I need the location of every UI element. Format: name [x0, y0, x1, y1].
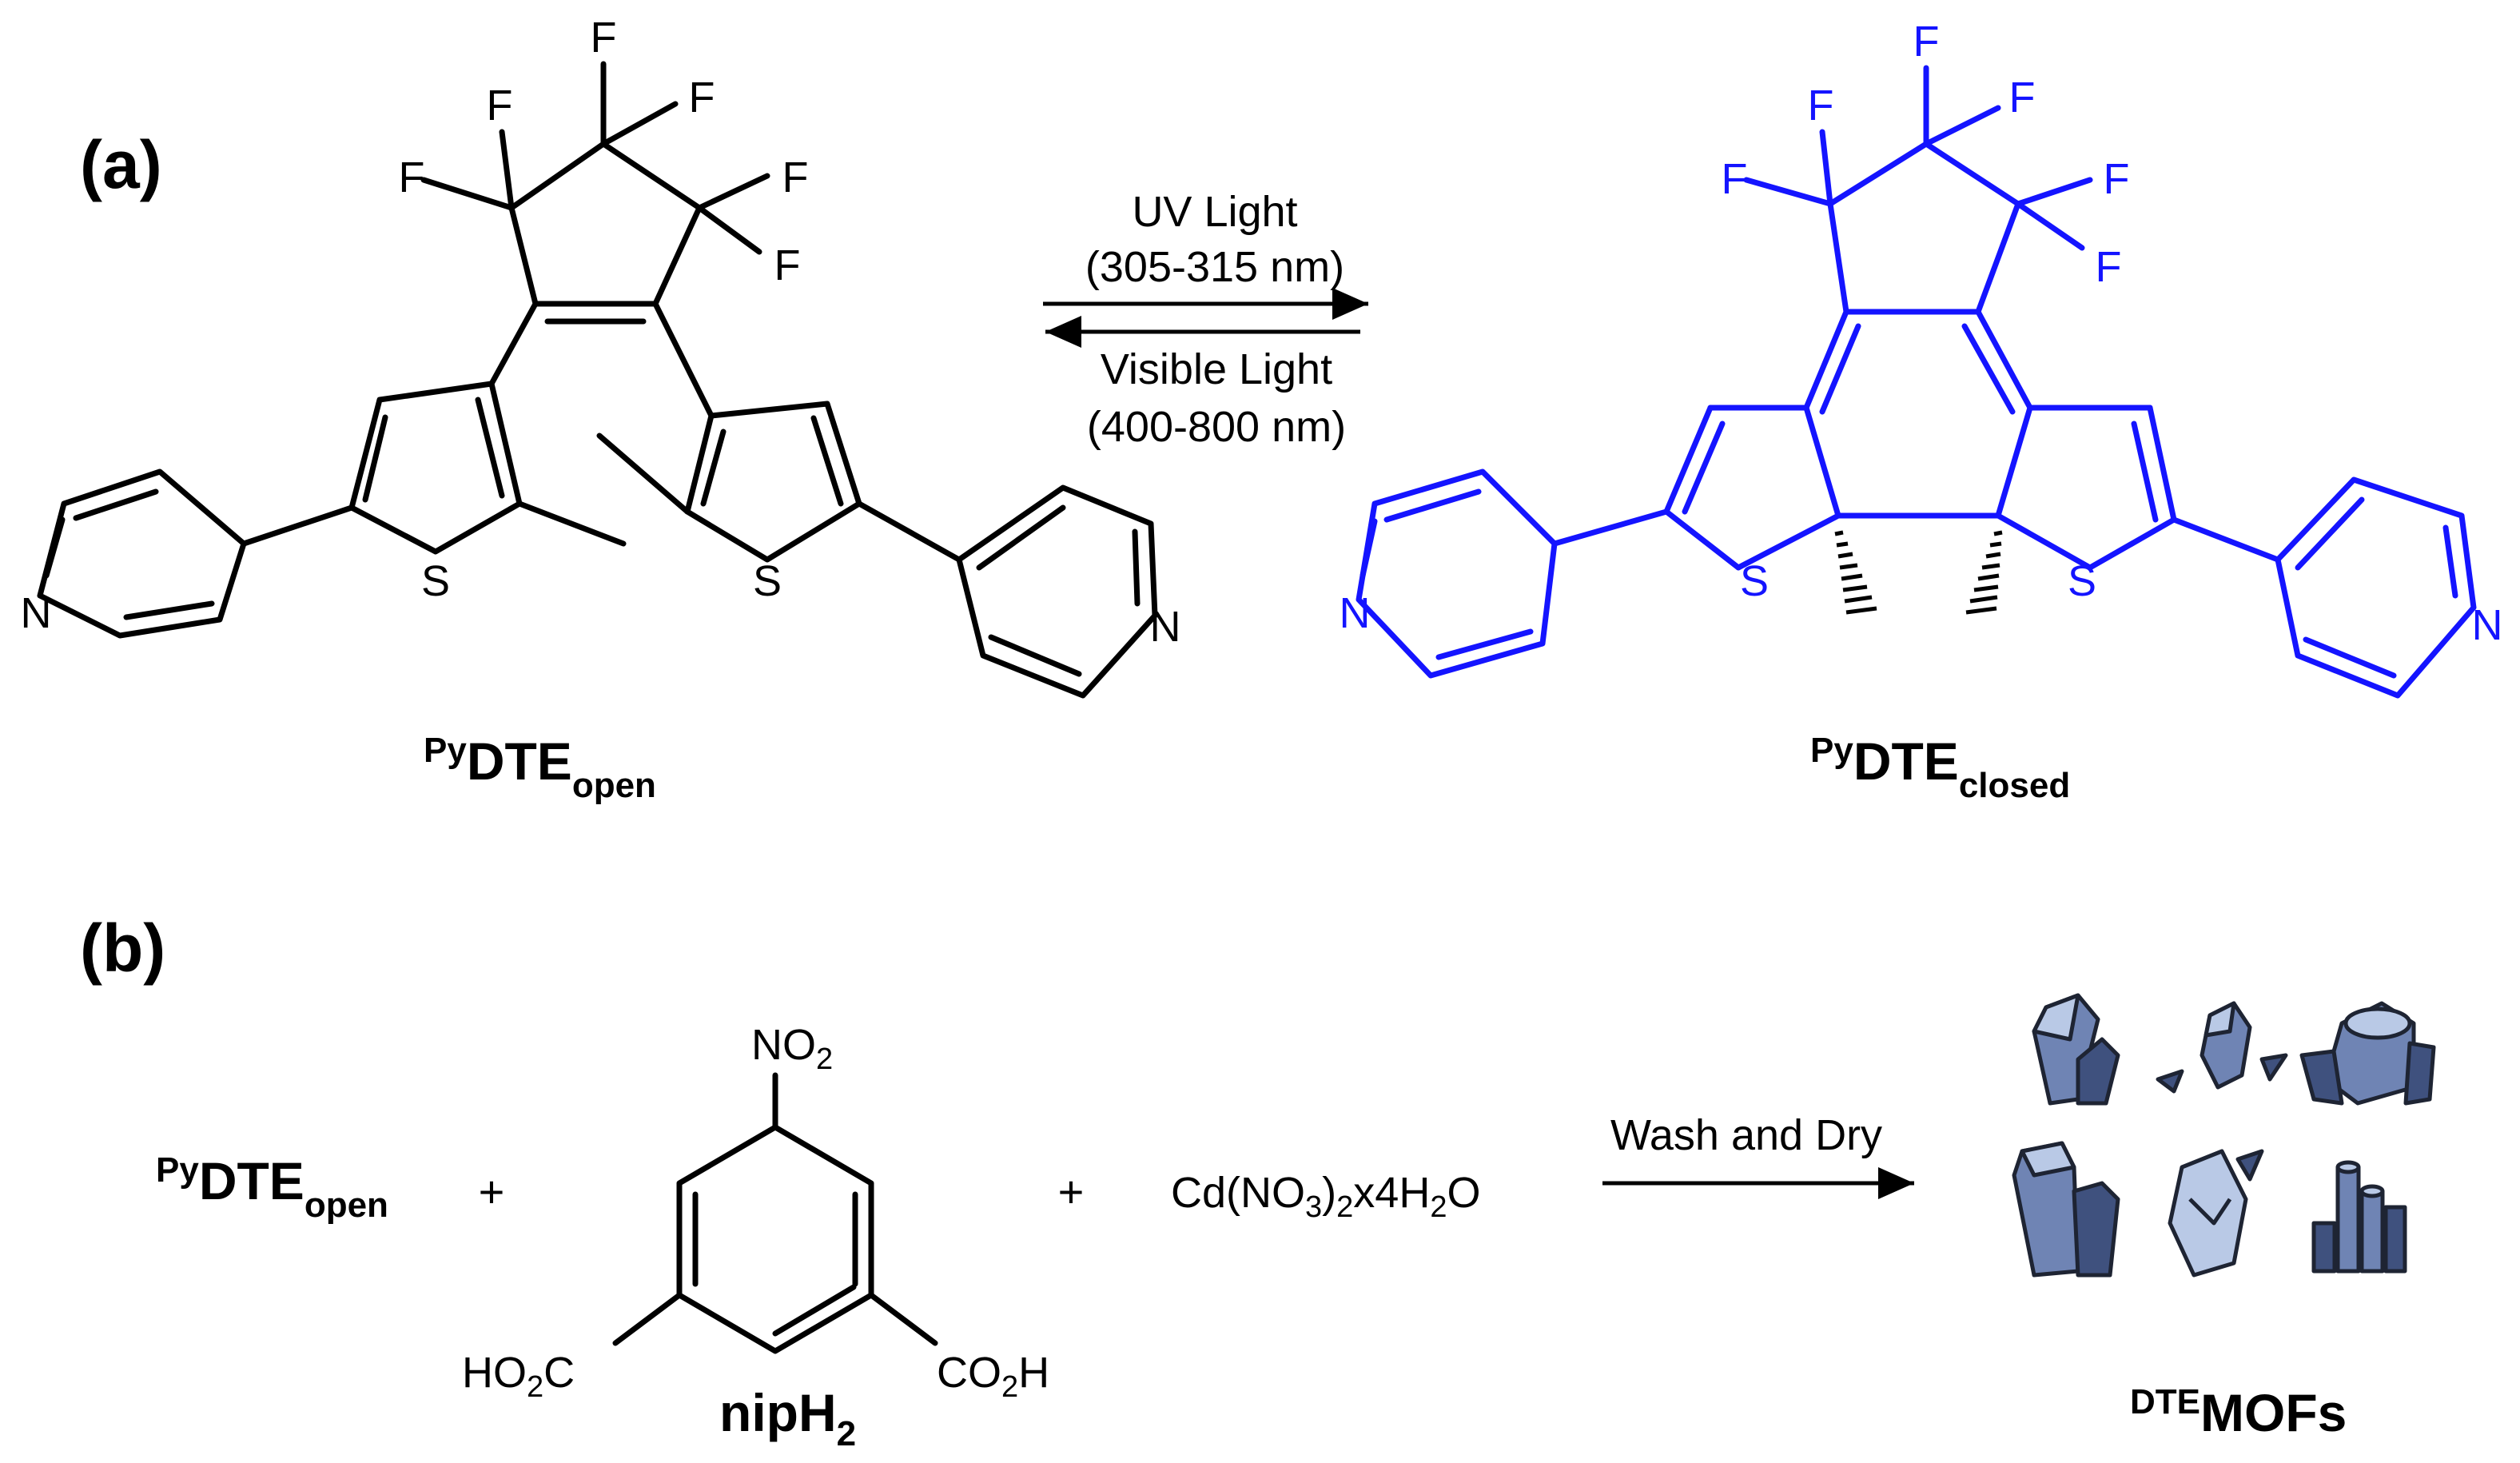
atom-s: S	[753, 557, 782, 605]
atom-f: F	[782, 153, 809, 201]
atom-s: S	[2068, 557, 2096, 605]
label-dte-open: PyDTEopen	[424, 731, 656, 805]
crystal-cluster-6	[2311, 1160, 2407, 1274]
plus-sign: +	[1058, 1166, 1085, 1217]
label-mofs: DTEMOFs	[2130, 1382, 2347, 1442]
crystal-cluster-1	[2032, 993, 2120, 1106]
uv-light-label: UV Light	[1132, 188, 1297, 236]
crystal-cluster-2	[2156, 1001, 2288, 1094]
atom-f: F	[591, 14, 617, 62]
atom-f: F	[1722, 155, 1748, 203]
reactant-dte-open: PyDTEopen	[156, 1150, 388, 1225]
nip-structure	[612, 1072, 938, 1354]
dte-open-atoms: F F F F F F S S N N	[21, 14, 1181, 651]
label-dte-closed: PyDTEclosed	[1810, 731, 2070, 805]
atom-f: F	[399, 153, 425, 201]
carboxyl-right: CO2H	[937, 1349, 1049, 1404]
plus-sign: +	[479, 1166, 505, 1217]
atom-f: F	[774, 241, 801, 289]
dte-open-structure	[37, 61, 1158, 699]
mof-crystals-illustration	[2012, 993, 2436, 1278]
atom-f: F	[689, 74, 715, 122]
cadmium-salt: Cd(NO3)2x4H2O	[1171, 1169, 1480, 1224]
atom-s: S	[1740, 557, 1769, 605]
atom-f: F	[1913, 18, 1940, 66]
crystal-cluster-3	[2299, 1001, 2436, 1106]
atom-f: F	[487, 82, 513, 130]
atom-n: N	[21, 589, 52, 637]
carboxyl-left: HO2C	[462, 1349, 575, 1404]
crystal-cluster-5	[2168, 1149, 2264, 1278]
crystal-cluster-4	[2012, 1141, 2120, 1278]
dte-closed-atoms: F F F F F F S S N N	[1340, 18, 2503, 649]
atom-n: N	[1340, 589, 1371, 637]
panel-label-b: (b)	[80, 911, 165, 986]
atom-f: F	[2009, 74, 2036, 122]
nitro-group: NO2	[751, 1021, 833, 1076]
atom-f: F	[1808, 82, 1834, 130]
uv-wavelength-label: (305-315 nm)	[1085, 243, 1344, 291]
atom-n: N	[2472, 601, 2503, 649]
label-nip: nipH2	[719, 1383, 856, 1453]
atom-s: S	[421, 557, 450, 605]
panel-label-a: (a)	[80, 127, 162, 202]
visible-light-label: Visible Light	[1101, 345, 1332, 393]
atom-n: N	[1150, 603, 1181, 651]
dte-closed-structure	[1356, 65, 2477, 699]
photoswitch-arrows	[1043, 288, 1368, 348]
wash-dry-label: Wash and Dry	[1610, 1111, 1882, 1159]
hashed-methyl-bonds	[1834, 530, 2003, 615]
atom-f: F	[2096, 243, 2122, 291]
visible-wavelength-label: (400-800 nm)	[1087, 403, 1346, 451]
atom-f: F	[2104, 155, 2130, 203]
